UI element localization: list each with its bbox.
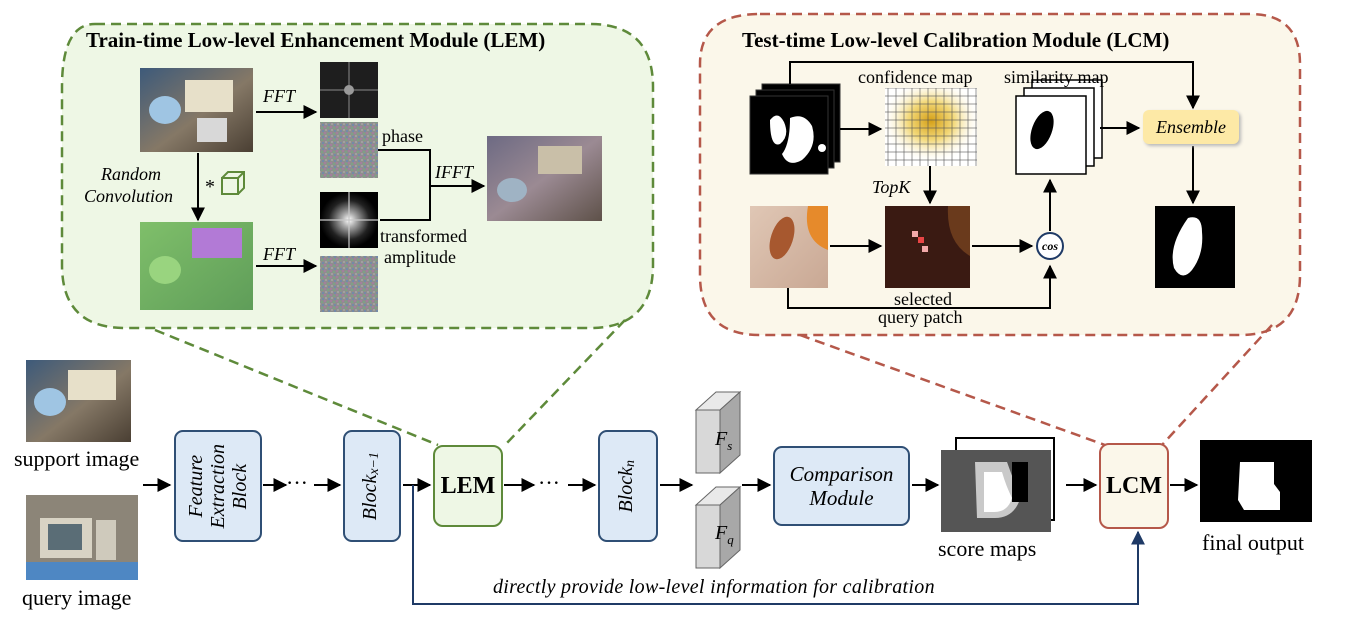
mask-blob xyxy=(818,144,826,152)
comparison-module: Comparison Module xyxy=(773,446,910,526)
fq-subscript: q xyxy=(727,532,734,547)
similarity-blob xyxy=(1030,110,1054,150)
block-x-minus-1: Blockx−1 xyxy=(343,430,401,542)
random-conv-label-1: Random xyxy=(101,164,161,184)
fs-subscript: s xyxy=(727,438,733,453)
support-image-label: support image xyxy=(14,446,140,471)
mask-blob xyxy=(770,115,787,145)
lcm-zoom-line-right xyxy=(1161,324,1273,446)
feature-fq-label: Fq xyxy=(715,522,734,548)
block-x1-subscript: x−1 xyxy=(366,451,382,475)
phase-map-top xyxy=(320,122,378,178)
lem-module: LEM xyxy=(433,445,503,527)
final-output-label: final output xyxy=(1202,530,1305,555)
skin-lesion xyxy=(769,216,795,260)
photo-detail xyxy=(192,228,242,258)
skin-detail xyxy=(806,206,828,250)
photo-detail xyxy=(48,524,82,550)
ellipsis-2: ··· xyxy=(538,470,560,495)
block-n: Blockn xyxy=(598,430,658,542)
comparison-text-line: Module xyxy=(809,486,874,510)
arrow-mask-to-ensemble xyxy=(789,61,1200,110)
block-n-text: Blockn xyxy=(615,460,642,513)
score-maps-label: score maps xyxy=(938,536,1037,561)
ensemble-box: Ensemble xyxy=(1143,110,1239,144)
score-map-region xyxy=(984,472,1012,512)
random-conv-label-2: Convolution xyxy=(84,186,173,206)
arrow-query-to-cos xyxy=(787,264,1057,309)
feature-fs-label: Fs xyxy=(715,428,732,454)
photo-detail xyxy=(497,178,527,202)
fq-letter: F xyxy=(715,522,728,544)
feature-extraction-block: Feature Extraction Block xyxy=(174,430,262,542)
fft-bottom-label: FFT xyxy=(263,244,296,264)
confidence-map-label: confidence map xyxy=(858,67,973,87)
lcm-panel-title: Test-time Low-level Calibration Module (… xyxy=(742,28,1170,52)
transformed-label-2: amplitude xyxy=(384,247,456,267)
feature-cube-fq xyxy=(694,485,742,570)
photo-detail xyxy=(185,80,233,112)
photo-detail xyxy=(68,370,116,400)
photo-detail xyxy=(96,520,116,560)
photo-detail xyxy=(197,118,227,142)
fs-letter: F xyxy=(715,428,728,450)
photo-detail xyxy=(26,562,138,580)
phase-map-bottom xyxy=(320,256,378,312)
photo-detail xyxy=(34,388,66,416)
feature-text-line: Extraction xyxy=(207,443,229,529)
similarity-map xyxy=(1015,95,1087,175)
query-image-label: query image xyxy=(22,585,132,610)
feature-text-line: Feature xyxy=(185,454,207,518)
feature-text-line: Block xyxy=(229,463,251,509)
ifft-label: IFFT xyxy=(435,162,473,182)
block-x1-label: Block xyxy=(358,474,381,521)
phase-label: phase xyxy=(382,126,423,146)
lcm-zoom-line-left xyxy=(799,333,1106,447)
feature-cube-fs xyxy=(694,390,742,475)
photo-detail xyxy=(149,256,181,284)
skip-connection-caption: directly provide low-level information f… xyxy=(493,576,935,598)
comparison-text-line: Comparison xyxy=(789,462,894,486)
block-x1-text: Blockx−1 xyxy=(359,452,386,520)
lcm-panel-background xyxy=(698,12,1302,337)
conv-star-label: * xyxy=(205,176,215,198)
lcm-module: LCM xyxy=(1099,443,1169,529)
output-mask-blob xyxy=(1172,217,1203,276)
block-n-label: Block xyxy=(614,466,637,513)
mask-blob xyxy=(782,116,814,163)
score-map-region xyxy=(1012,462,1028,502)
spectrum-detail xyxy=(344,85,354,95)
final-mask-region xyxy=(1238,462,1280,510)
lem-zoom-line-right xyxy=(504,319,626,446)
fft-top-label: FFT xyxy=(263,86,296,106)
conv-kernel-cube-icon xyxy=(221,171,245,195)
transformed-label-1: transformed xyxy=(380,226,467,246)
topk-label: TopK xyxy=(872,177,911,197)
feature-extraction-text: Feature Extraction Block xyxy=(185,444,251,528)
selected-patch-label-1: selected xyxy=(894,289,952,309)
photo-detail xyxy=(538,146,582,174)
similarity-map-label: similarity map xyxy=(1004,67,1109,87)
patch-detail xyxy=(947,206,970,256)
skip-connection-arrow xyxy=(412,485,1145,605)
lem-panel-title: Train-time Low-level Enhancement Module … xyxy=(86,28,546,52)
lem-zoom-line-left xyxy=(154,328,439,447)
block-n-subscript: n xyxy=(622,459,638,467)
photo-detail xyxy=(149,96,181,124)
patch-highlight xyxy=(912,231,918,237)
confidence-grid xyxy=(885,88,977,166)
patch-highlight xyxy=(918,237,924,243)
ellipsis-1: ··· xyxy=(286,470,308,495)
selected-patch-label-2: query patch xyxy=(878,307,963,327)
patch-highlight xyxy=(922,246,928,252)
cos-similarity-node: cos xyxy=(1036,232,1064,260)
